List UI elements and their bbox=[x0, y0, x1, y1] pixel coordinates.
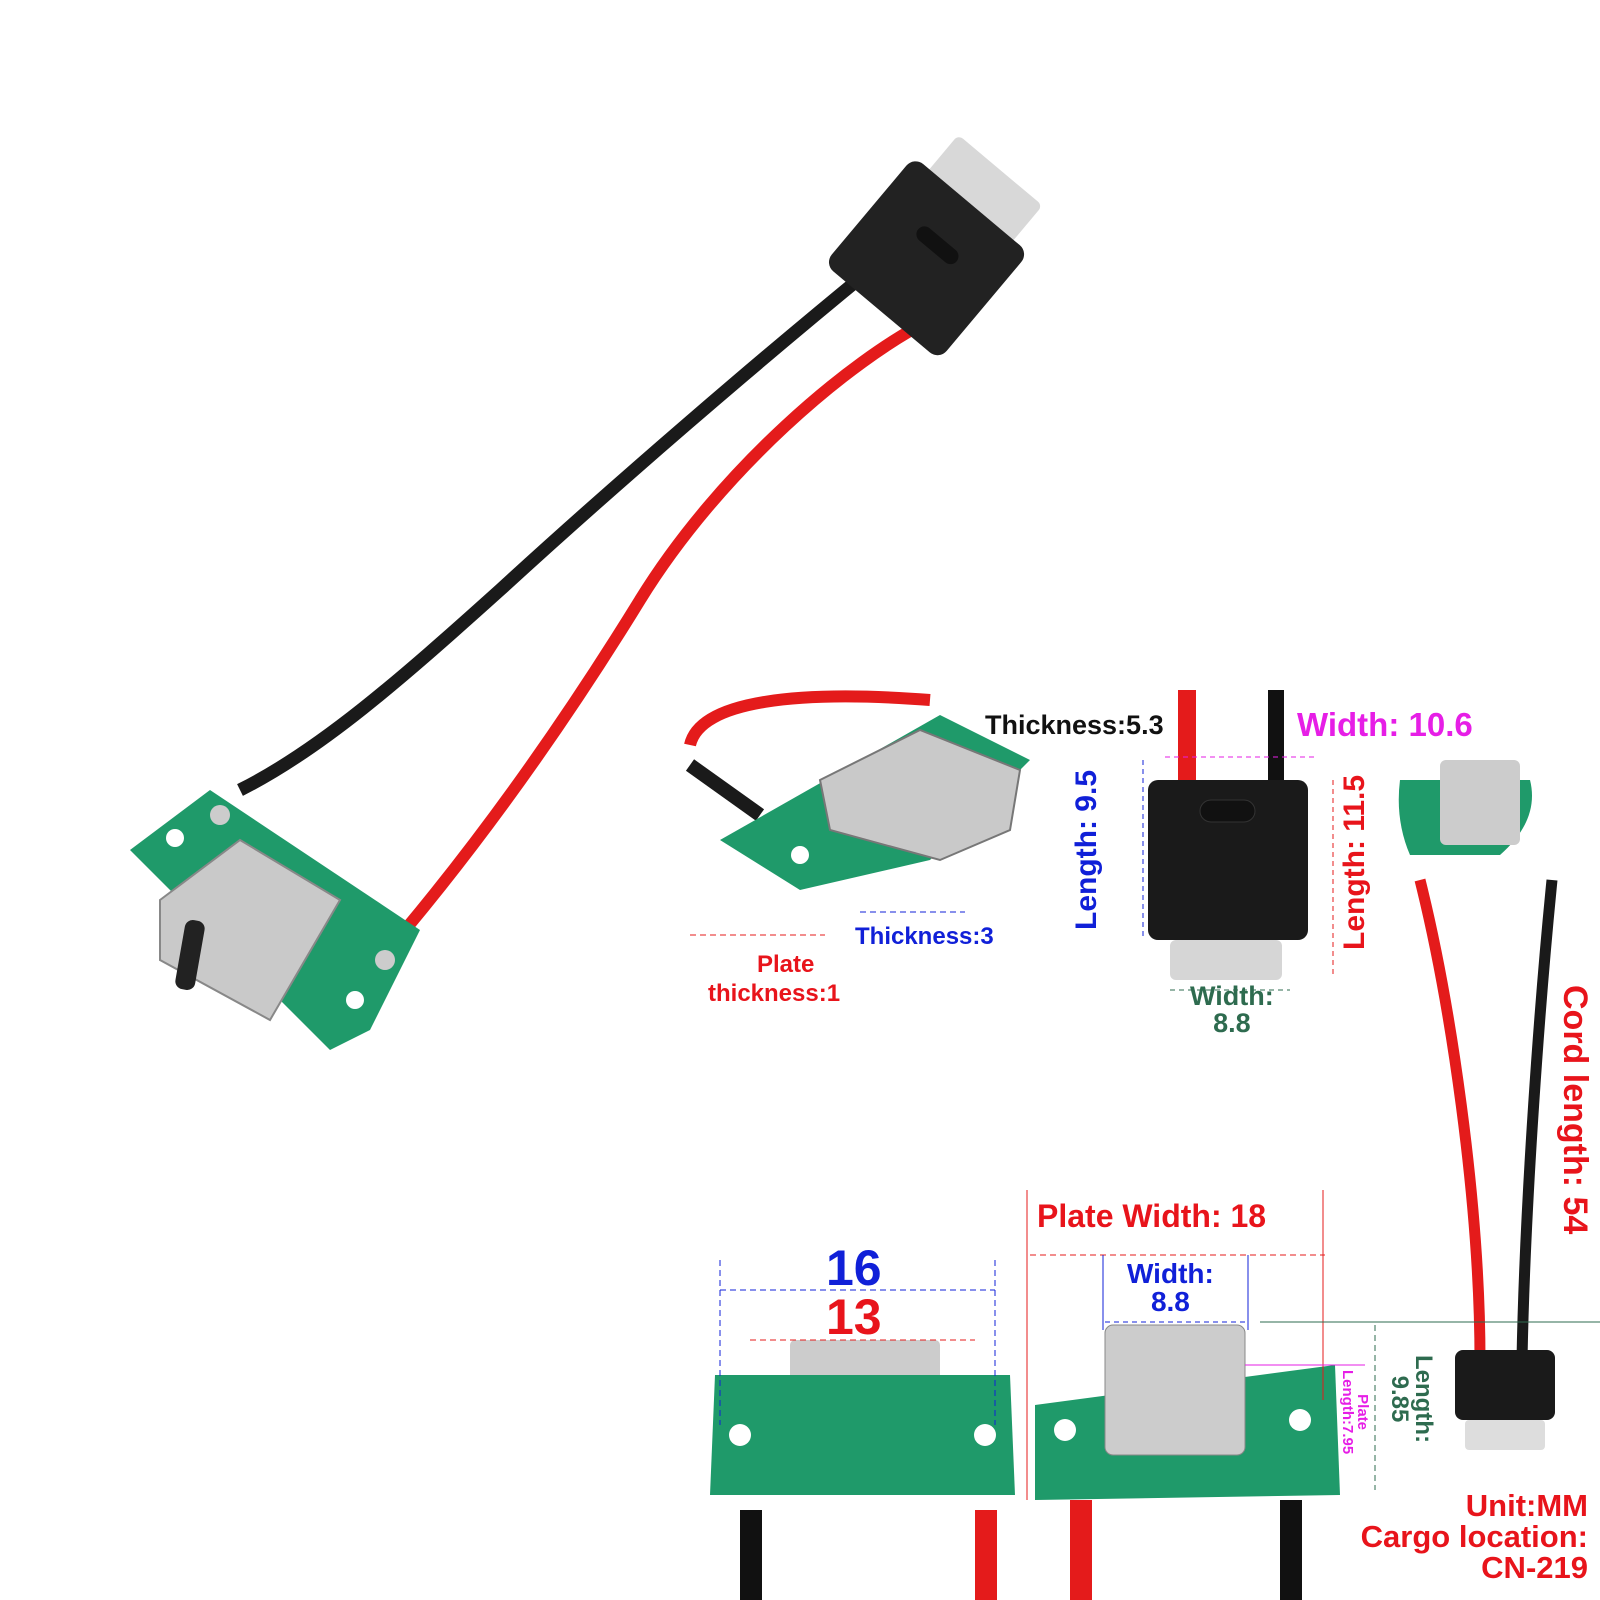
plate-width-label: Plate Width: 18 bbox=[1037, 1198, 1267, 1234]
main-cable-assembly bbox=[237, 137, 1041, 934]
dimension-16-label: 16 bbox=[826, 1240, 882, 1296]
housing-detail-photo bbox=[1142, 690, 1334, 991]
thickness-5-3-label: Thickness:5.3 bbox=[985, 710, 1164, 740]
plate-thickness-label-line1: Plate bbox=[757, 951, 815, 978]
length-9-5-label: Length: 9.5 bbox=[1070, 769, 1103, 930]
width-10-6-label: Width: 10.6 bbox=[1297, 706, 1473, 743]
length-11-5-label: Length: 11.5 bbox=[1338, 774, 1371, 950]
plate-thickness-label-line2: thickness:1 bbox=[708, 980, 841, 1007]
inner-width-label: Width:8.8 bbox=[1127, 1258, 1214, 1317]
pcb-front-view-photo bbox=[1026, 1190, 1600, 1600]
unit-label: Unit:MM bbox=[1465, 1488, 1588, 1523]
angled-detail-photo bbox=[684, 690, 1030, 936]
thickness-3-label: Thickness:3 bbox=[855, 923, 994, 950]
main-pcb bbox=[130, 790, 420, 1050]
cord-length-label: Cord length: 54 bbox=[1556, 985, 1594, 1235]
cargo-location-label: Cargo location: bbox=[1360, 1519, 1588, 1554]
cord-length-photo bbox=[1398, 760, 1558, 1450]
cargo-location-value: CN-219 bbox=[1481, 1550, 1588, 1585]
unit-cargo-info: Unit:MM Cargo location: CN-219 bbox=[1361, 1490, 1588, 1583]
pcb-back-view-photo bbox=[710, 1260, 1015, 1600]
width-8-8-label: Width:8.8 bbox=[1190, 981, 1274, 1038]
dimension-13-label: 13 bbox=[826, 1289, 882, 1345]
length-9-85-label: Length:9.85 bbox=[1386, 1355, 1437, 1443]
